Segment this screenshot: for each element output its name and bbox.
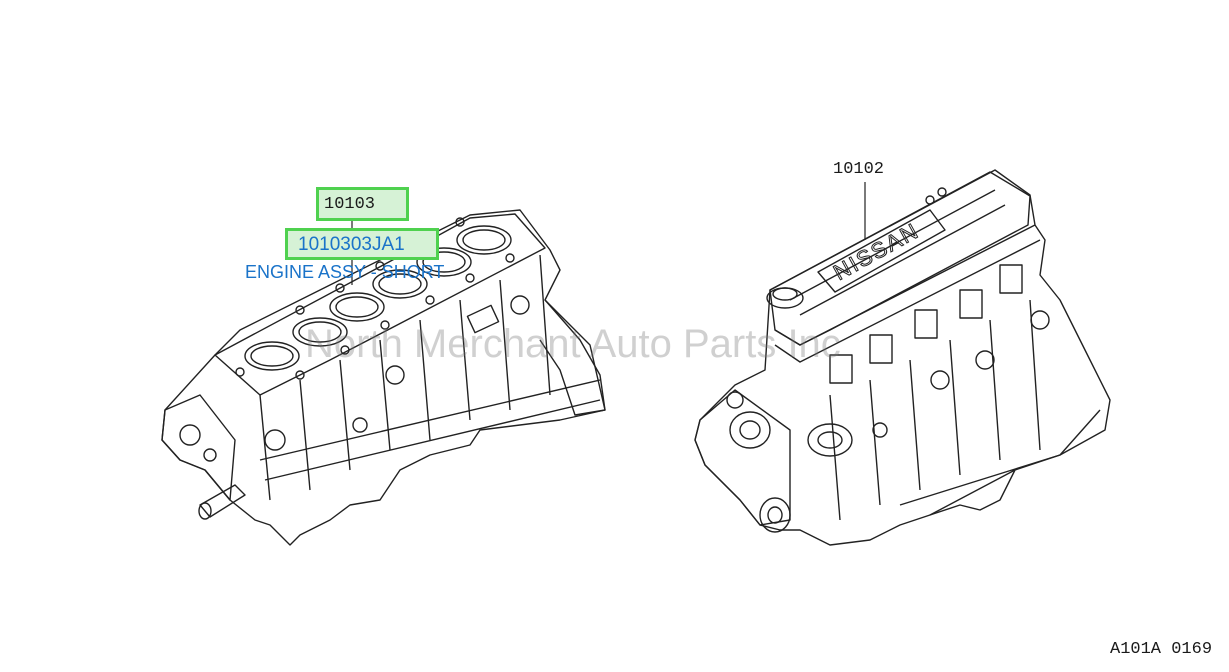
short-block-engine-drawing bbox=[161, 209, 606, 546]
part-ref-10103-label: 10103 bbox=[324, 195, 376, 214]
engine-assembly-drawing bbox=[694, 169, 1111, 546]
part-number-link[interactable]: 1010303JA1 bbox=[298, 234, 405, 255]
watermark-text: North Merchant Auto Parts Inc bbox=[305, 322, 841, 366]
part-ref-10102-label[interactable]: 10102 bbox=[833, 160, 885, 179]
figure-code: A101A 0169 bbox=[1110, 640, 1213, 659]
part-description-link[interactable]: ENGINE ASSY - SHORT bbox=[245, 262, 445, 282]
part-number-highlight[interactable]: 1010303JA1 bbox=[285, 228, 439, 260]
part-ref-10103-highlight[interactable]: 10103 bbox=[316, 187, 409, 221]
